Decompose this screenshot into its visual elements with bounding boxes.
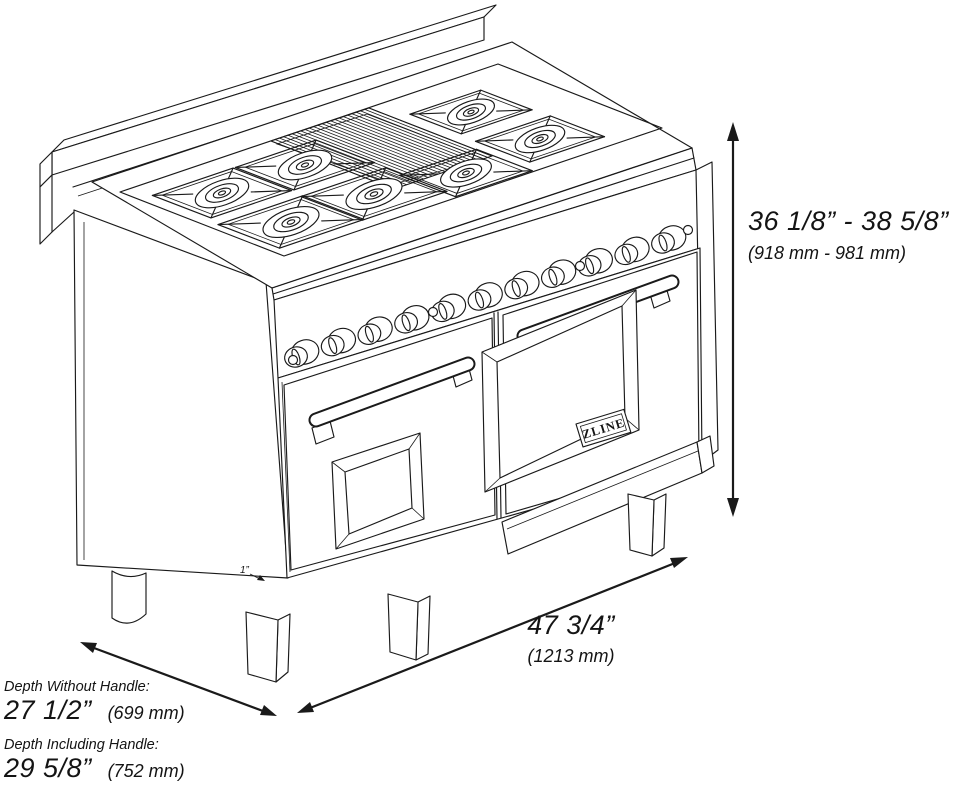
- legs: [112, 494, 666, 682]
- control-knob: [429, 290, 469, 324]
- bottom-drawer-panel: [502, 436, 714, 554]
- depth-without-handle-row: 27 1/2” (699 mm): [4, 695, 185, 726]
- griddle: [271, 108, 492, 189]
- oven-doors: ZLINE: [278, 248, 714, 578]
- control-knob: [319, 325, 359, 359]
- width-dimension-metric: (1213 mm): [527, 646, 615, 666]
- door-gap-label: 1”: [240, 565, 250, 576]
- depth-including-handle-row: 29 5/8” (752 mm): [4, 753, 185, 784]
- depth-arrow: [80, 642, 277, 716]
- depth-including-handle-metric: (752 mm): [107, 761, 185, 781]
- oven-door-right: ZLINE: [482, 252, 699, 514]
- depth-without-handle-metric: (699 mm): [107, 703, 185, 723]
- control-knob: [539, 256, 579, 290]
- dimension-arrows: [80, 122, 739, 716]
- indicator-light: [429, 308, 438, 317]
- burner: [400, 149, 532, 196]
- burner: [301, 168, 447, 220]
- width-arrow: [297, 557, 688, 713]
- leg-front-left: [246, 612, 290, 682]
- indicator-light: [289, 356, 298, 365]
- control-knob: [612, 233, 652, 267]
- control-knob: [575, 245, 615, 279]
- door-gap-annotation: 1”: [240, 565, 265, 581]
- burner: [235, 140, 374, 190]
- control-knob: [502, 268, 542, 302]
- left-door-window: [332, 433, 424, 549]
- depth-without-handle-value: 27 1/2”: [4, 695, 92, 725]
- indicator-light: [684, 226, 693, 235]
- burner-tray: [120, 64, 662, 256]
- control-knob: [465, 279, 505, 313]
- control-knob: [355, 313, 395, 347]
- burner: [218, 196, 364, 248]
- control-knob: [649, 222, 689, 256]
- height-arrow: [727, 122, 739, 517]
- burner: [410, 90, 532, 134]
- control-panel: [274, 170, 700, 378]
- burner: [475, 116, 604, 162]
- depth-including-handle-value: 29 5/8”: [4, 753, 92, 783]
- griddle-ribs: [271, 108, 492, 189]
- leg-right: [628, 494, 666, 556]
- range-body: ZLINE: [40, 5, 718, 682]
- depth-without-handle-label: Depth Without Handle:: [4, 679, 150, 695]
- burners: [152, 90, 604, 248]
- width-dimension-value: 47 3/4”: [527, 610, 615, 640]
- oven-door-left: [284, 318, 495, 570]
- control-knob: [392, 302, 432, 336]
- indicator-light: [576, 262, 585, 271]
- burner: [152, 168, 291, 218]
- leg-front-middle: [388, 594, 430, 660]
- height-dimension-value: 36 1/8” - 38 5/8”: [748, 206, 949, 236]
- leg-back-left-round: [112, 571, 146, 623]
- control-knobs: [282, 222, 689, 370]
- height-dimension-metric: (918 mm - 981 mm): [748, 243, 907, 263]
- depth-including-handle-label: Depth Including Handle:: [4, 737, 159, 753]
